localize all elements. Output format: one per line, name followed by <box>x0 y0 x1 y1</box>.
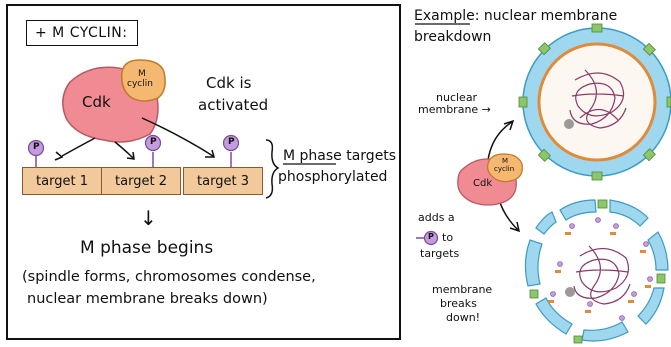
phosphate-groups <box>27 134 240 167</box>
breaks-line-3: down! <box>446 311 481 324</box>
cdk-label: Cdk <box>82 93 111 111</box>
cyclin-label-word: cyclin <box>127 79 153 89</box>
cyclin-label-small-m: M <box>502 157 509 165</box>
cdk-label-small: Cdk <box>473 178 493 189</box>
phosphate-icon <box>423 230 439 246</box>
m-phase-begins: M phase begins <box>80 238 214 258</box>
m-phase-underlined: M phase <box>283 148 342 164</box>
phosphate-icon <box>222 134 240 152</box>
phosphate-label: P <box>33 142 40 152</box>
m-cyclin-shape-small <box>486 153 523 183</box>
breaks-line-1: membrane <box>432 283 493 296</box>
example-line-2: breakdown <box>414 29 492 45</box>
phosphate-icon <box>27 139 45 157</box>
phosphate-label: P <box>150 137 157 147</box>
adds-phosphate-label: P <box>428 232 434 241</box>
activation-arrows <box>54 117 215 161</box>
adds-to: to <box>442 231 454 244</box>
m-cyclin-shape <box>120 59 166 102</box>
adds-line-3: targets <box>420 247 460 260</box>
target-3-box: target 3 <box>183 167 263 195</box>
broken-nucleus <box>524 199 669 344</box>
example-heading: Example: nuclear membrane <box>414 9 617 23</box>
cyclin-label-m: M <box>138 69 146 79</box>
detail-line-1: (spindle forms, chromosomes condense, <box>22 269 316 285</box>
target-1-box: target 1 <box>22 167 102 195</box>
down-arrow: ↓ <box>140 206 157 230</box>
membrane-label-1: nuclear <box>436 91 478 104</box>
membrane-label-2: membrane → <box>418 103 491 116</box>
detail-line-2: nuclear membrane breaks down) <box>27 291 268 307</box>
intact-nucleus <box>518 23 671 181</box>
example-rest: : nuclear membrane <box>474 8 618 24</box>
cyclin-label-small-word: cyclin <box>494 165 515 173</box>
breaks-line-2: breaks <box>440 297 477 310</box>
target-2-box: target 2 <box>101 167 181 195</box>
left-panel: + M CYCLIN: <box>6 4 401 340</box>
activated-line-2: activated <box>198 96 269 114</box>
example-word: Example <box>414 8 475 24</box>
phosphate-icon <box>144 134 162 152</box>
activated-line-1: Cdk is <box>206 74 252 92</box>
adds-line-1: adds a <box>418 211 455 224</box>
brace <box>265 139 280 199</box>
targets-word: targets <box>341 148 397 164</box>
phosphate-label: P <box>228 137 235 147</box>
panel-title: + M CYCLIN: <box>26 20 139 46</box>
targets-label-line-2: phosphorylated <box>278 169 388 185</box>
targets-label-line-1: M phase targets <box>283 149 396 163</box>
